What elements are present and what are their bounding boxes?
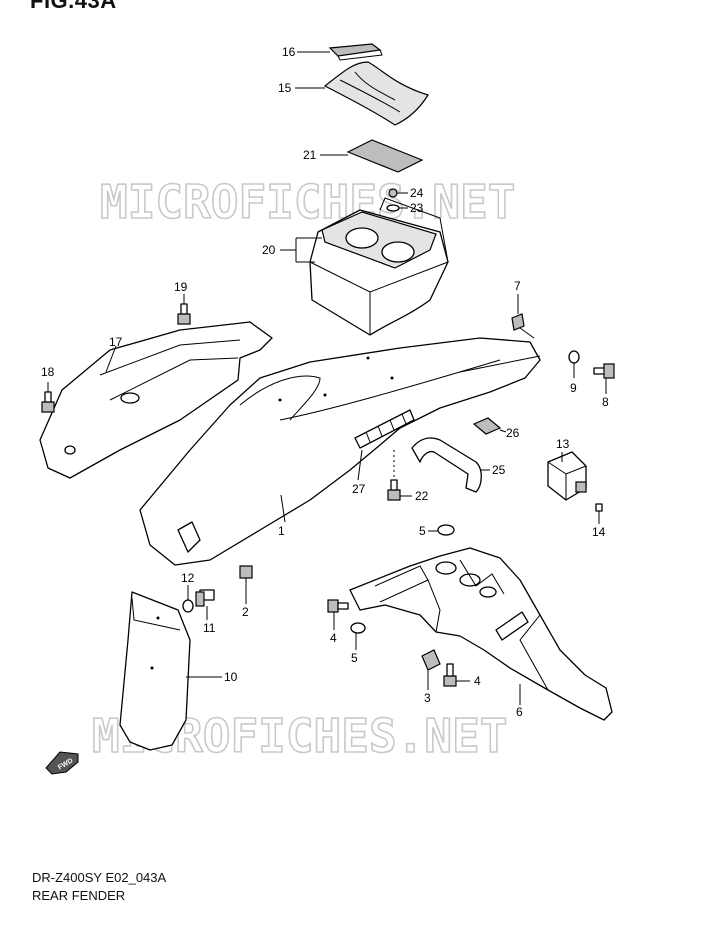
figure-title: FIG.43A bbox=[30, 0, 117, 13]
callout-15: 15 bbox=[278, 81, 292, 95]
fender-vent-slots bbox=[354, 409, 415, 449]
part-26-pad[interactable] bbox=[472, 417, 502, 435]
part-25-bracket[interactable] bbox=[411, 437, 482, 493]
callout-24: 24 bbox=[410, 186, 424, 200]
part-8-bolt[interactable] bbox=[593, 363, 615, 379]
part-1-rear-fender[interactable] bbox=[139, 337, 541, 566]
callout-8: 8 bbox=[602, 395, 609, 409]
part-2-nut[interactable] bbox=[239, 565, 253, 579]
part-5-grommet-upper[interactable] bbox=[437, 524, 455, 536]
part-5-grommet-lower[interactable] bbox=[350, 622, 366, 634]
part-14-screw[interactable] bbox=[595, 503, 603, 512]
part-4-bolt-left[interactable] bbox=[327, 599, 349, 613]
part-9-washer[interactable] bbox=[568, 350, 580, 364]
callout-22: 22 bbox=[415, 489, 429, 503]
callout-6: 6 bbox=[516, 705, 523, 719]
callout-labels: 16 15 21 24 23 20 19 7 17 18 9 8 26 13 2… bbox=[41, 45, 609, 719]
callout-21: 21 bbox=[303, 148, 317, 162]
callout-9: 9 bbox=[570, 381, 577, 395]
model-code: DR-Z400SY E02_043A bbox=[32, 870, 167, 885]
callout-23: 23 bbox=[410, 201, 424, 215]
callout-17: 17 bbox=[109, 335, 123, 349]
callout-20: 20 bbox=[262, 243, 276, 257]
callout-3: 3 bbox=[424, 691, 431, 705]
callout-12: 12 bbox=[181, 571, 195, 585]
watermark-top: MICROFICHES.NET bbox=[100, 175, 515, 229]
part-24-nut[interactable] bbox=[388, 188, 398, 198]
part-19-bolt[interactable] bbox=[177, 303, 191, 325]
callout-18: 18 bbox=[41, 365, 55, 379]
part-22-bolt[interactable] bbox=[387, 479, 401, 501]
callout-7: 7 bbox=[514, 279, 521, 293]
part-6-fender-extension[interactable] bbox=[349, 547, 613, 721]
callout-1: 1 bbox=[278, 524, 285, 538]
callout-27: 27 bbox=[352, 482, 366, 496]
callout-11: 11 bbox=[203, 621, 216, 635]
callout-4-left: 4 bbox=[330, 631, 337, 645]
callout-25: 25 bbox=[492, 463, 506, 477]
callout-16: 16 bbox=[282, 45, 296, 59]
part-10-mud-flap[interactable] bbox=[119, 591, 191, 751]
callout-10: 10 bbox=[224, 670, 238, 684]
part-3-clip[interactable] bbox=[421, 649, 441, 671]
callout-13: 13 bbox=[556, 437, 570, 451]
callout-5-lower: 5 bbox=[351, 651, 358, 665]
part-21-pad[interactable] bbox=[346, 139, 424, 173]
section-name: REAR FENDER bbox=[32, 888, 126, 903]
callout-4-right: 4 bbox=[474, 674, 481, 688]
part-12-washer[interactable] bbox=[182, 599, 194, 613]
part-4-bolt-right[interactable] bbox=[443, 663, 457, 687]
callout-2: 2 bbox=[242, 605, 249, 619]
fwd-arrow-icon: FWD bbox=[45, 751, 79, 775]
part-7-clip[interactable] bbox=[511, 313, 525, 331]
callout-5-upper: 5 bbox=[419, 524, 426, 538]
part-15-tool-bag[interactable] bbox=[323, 61, 429, 126]
callout-26: 26 bbox=[506, 426, 520, 440]
part-20-tool-tray[interactable] bbox=[309, 197, 449, 336]
part-13-relay[interactable] bbox=[547, 451, 587, 501]
part-17-side-cover[interactable] bbox=[39, 321, 273, 479]
callout-19: 19 bbox=[174, 280, 188, 294]
part-23-washer[interactable] bbox=[386, 204, 400, 212]
callout-14: 14 bbox=[592, 525, 606, 539]
part-11-bolt[interactable] bbox=[195, 589, 215, 607]
part-16-strap[interactable] bbox=[328, 43, 383, 61]
part-18-bolt[interactable] bbox=[41, 391, 55, 413]
